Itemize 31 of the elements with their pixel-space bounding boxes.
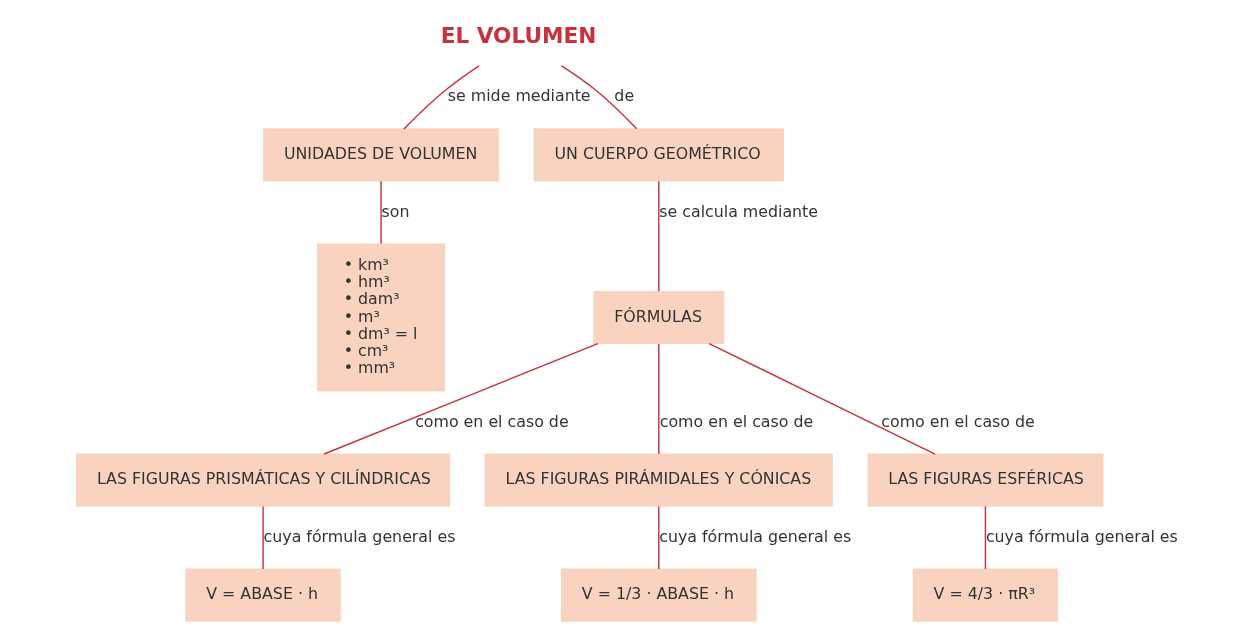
connector bbox=[379, 180, 382, 245]
edge-label: como en el caso de bbox=[414, 411, 569, 431]
node-box: V = 1/3 · ABASE · h bbox=[560, 568, 757, 622]
connector bbox=[657, 505, 659, 570]
node-box: V = ABASE · h bbox=[184, 568, 341, 622]
edge-label: cuya fórmula general es bbox=[263, 526, 455, 546]
node-box: • km³ • hm³ • dam³ • m³ • dm³ = l • cm³ • mm³ bbox=[316, 243, 445, 392]
connector bbox=[560, 65, 637, 130]
edge-label: de bbox=[613, 86, 634, 106]
node-box: LAS FIGURAS PRISMÁTICAS Y CILÍNDRICAS bbox=[75, 453, 450, 507]
edge-label: se mide mediante bbox=[447, 86, 591, 106]
edge-label: como en el caso de bbox=[659, 411, 813, 431]
edge-label: se calcula mediante bbox=[658, 201, 818, 221]
connector bbox=[657, 343, 659, 455]
node-box: FÓRMULAS bbox=[592, 290, 724, 345]
edge-label: cuya fórmula general es bbox=[658, 526, 851, 546]
node-box: LAS FIGURAS PIRÁMIDALES Y CÓNICAS bbox=[484, 453, 833, 507]
node-box: LAS FIGURAS ESFÉRICAS bbox=[866, 453, 1103, 507]
connector bbox=[707, 342, 936, 455]
node-box: V = 4/3 · πR³ bbox=[912, 568, 1058, 622]
connector bbox=[657, 180, 659, 292]
edge-label: como en el caso de bbox=[880, 411, 1035, 431]
connector bbox=[261, 505, 264, 570]
edge-label: son bbox=[381, 201, 409, 221]
node-box: UN CUERPO GEOMÉTRICO bbox=[533, 128, 784, 182]
connector bbox=[402, 65, 480, 130]
connector bbox=[322, 342, 599, 455]
node-text: EL VOLUMEN bbox=[440, 23, 596, 49]
connector bbox=[984, 505, 986, 570]
edge-label: cuya fórmula general es bbox=[985, 526, 1178, 546]
node-box: UNIDADES DE VOLUMEN bbox=[262, 128, 499, 182]
